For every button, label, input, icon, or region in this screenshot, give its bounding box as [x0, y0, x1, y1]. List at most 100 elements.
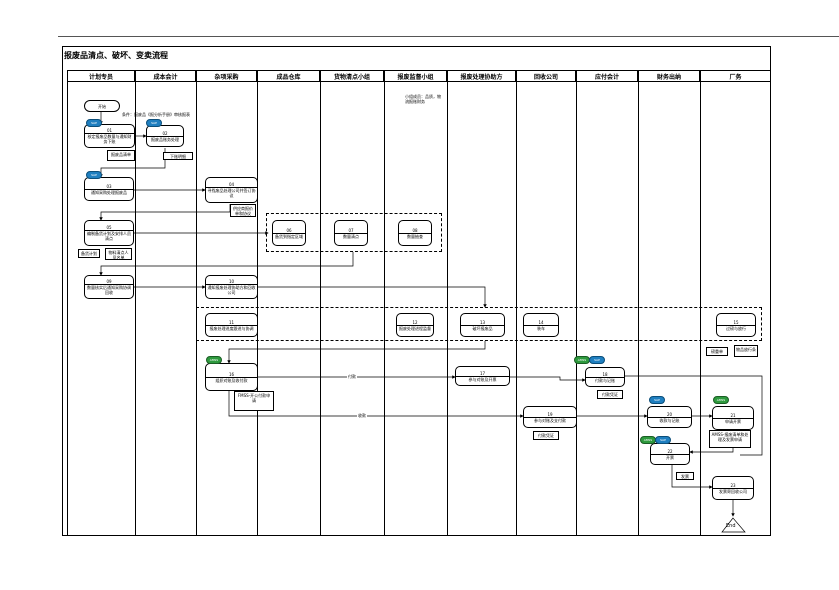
step-number: 07	[335, 228, 367, 234]
step-number: 14	[524, 320, 558, 326]
step-number: 19	[524, 412, 576, 418]
start-node: 开始	[84, 100, 120, 112]
lane-header: 货物清点小组	[320, 70, 384, 82]
doc-ledger-detail: 下账明细	[163, 152, 193, 160]
doc-stock-plan: 备货计划	[78, 249, 100, 258]
step-number: 15	[717, 320, 755, 326]
start-label: 开始	[98, 103, 106, 109]
step-label: 付款与记账	[595, 377, 615, 383]
step-label: 参与对账及开票	[468, 376, 497, 382]
step-number: 17	[456, 371, 509, 377]
step-number: 16	[206, 372, 257, 378]
lane-header: 成本会计	[135, 70, 196, 82]
step-label: 报废处理进度跟进与协调	[209, 325, 254, 331]
lane-0	[67, 70, 135, 536]
lane-7	[516, 70, 576, 536]
lane-header: 报废监督小组	[384, 70, 447, 82]
step-label: 数量核实后通知采购协调回收	[87, 285, 131, 295]
step-label: 收款与记账	[659, 417, 680, 423]
lane-4	[320, 70, 384, 536]
step-label: 组织对账及收付款	[215, 377, 248, 383]
step-number: 13	[461, 320, 504, 326]
step-number: 11	[206, 320, 257, 326]
group-counting	[266, 213, 442, 252]
step-label: 编制备货计划及安排人员清点	[87, 231, 131, 241]
sap-badge: SAP	[146, 119, 162, 127]
doc-fmss-payment: FMSS-开公付款申请	[234, 391, 274, 411]
step-label: 装车	[537, 325, 545, 331]
step-number: 06	[273, 228, 305, 234]
step-number: 12	[397, 320, 433, 326]
lane-9	[638, 70, 700, 536]
lane-5	[384, 70, 447, 536]
step-label: 备货到指定区域	[275, 233, 303, 239]
lane-header: 厂务	[700, 70, 771, 82]
step-number: 05	[85, 225, 133, 231]
step-number: 22	[651, 449, 689, 455]
doc-amss-invoice-request: AMSS-报废清单和处理及发票申请	[709, 430, 751, 448]
group-processing	[196, 307, 762, 341]
step-number: 08	[399, 228, 431, 234]
step-number: 20	[648, 412, 691, 418]
note-conditions: 条件：报废品《报分析手册》审核报表	[122, 112, 190, 117]
note-team-members: 小组成员：品质，物流报账财务	[405, 94, 441, 104]
sap-badge: SAP	[655, 436, 671, 444]
step-label: 寻找废品处理公司并签订协议	[207, 188, 256, 198]
lane-1	[135, 70, 196, 536]
step-number: 21	[713, 413, 753, 419]
doc-quote-agreement: 供应商报价单和协议	[230, 204, 256, 217]
lane-header: 回收公司	[516, 70, 576, 82]
step-number: 02	[147, 131, 183, 137]
step-number: 03	[85, 184, 133, 190]
amss-badge: AMSS	[574, 356, 590, 364]
amss-badge: AMSS	[206, 356, 222, 364]
step-label: 核定报废品数量与通知财务下账	[87, 134, 132, 144]
lane-8	[576, 70, 638, 536]
step-number: 09	[85, 279, 133, 285]
step-label: 数量清点	[343, 233, 359, 239]
doc-counter-list: 物料清点人员名单	[105, 248, 132, 260]
sap-badge: SAP	[649, 396, 665, 404]
lane-header: 计划专员	[67, 70, 135, 82]
edge-label-pay-out: 付款	[347, 374, 357, 380]
step-label: 开票	[666, 454, 674, 460]
step-number: 23	[713, 483, 753, 489]
sap-badge: SAP	[86, 119, 102, 127]
step-label: 过磅与放行	[726, 325, 746, 331]
lane-header: 报废处理协助方	[447, 70, 516, 82]
step-label: 破坏报废品	[472, 325, 493, 331]
lane-6	[447, 70, 516, 536]
sap-badge: SAP	[589, 356, 605, 364]
amss-badge: AMSS	[713, 396, 729, 404]
diagram-title: 报废品清点、破坏、变卖流程	[64, 51, 168, 60]
step-label: 通知采购处理报废品	[91, 189, 127, 195]
lane-header: 杂项采购	[196, 70, 257, 82]
step-label: 申请开票	[725, 418, 741, 424]
step-number: 18	[586, 372, 624, 378]
doc-release-slip: 物品放行条	[734, 345, 758, 357]
sap-badge: SAP	[86, 171, 102, 179]
step-number: 04	[206, 182, 257, 188]
step-label: 通知报废处理协助方和回收公司	[207, 285, 256, 295]
